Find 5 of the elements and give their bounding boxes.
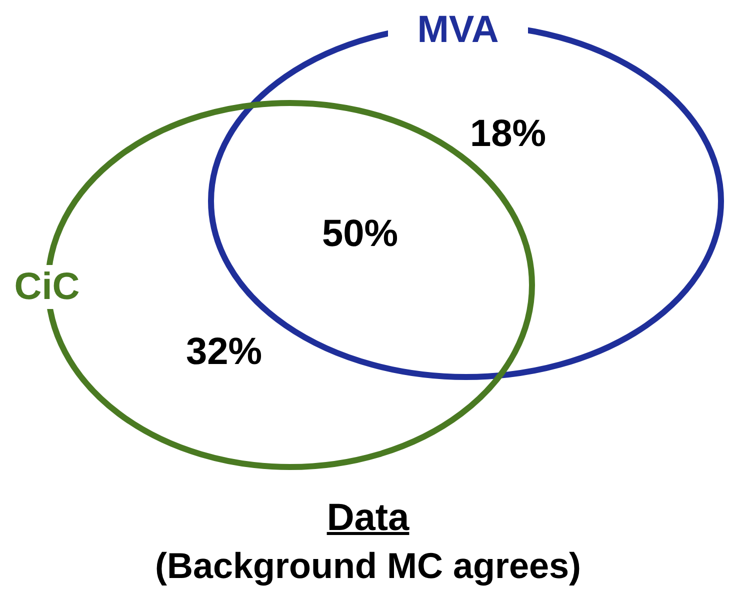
percentage-label: 32% [186, 330, 262, 374]
title: Data [326, 496, 410, 541]
percentage-label: 18% [470, 112, 546, 156]
caption: (Background MC agrees) [154, 544, 582, 588]
percentage-label: 50% [322, 212, 398, 256]
